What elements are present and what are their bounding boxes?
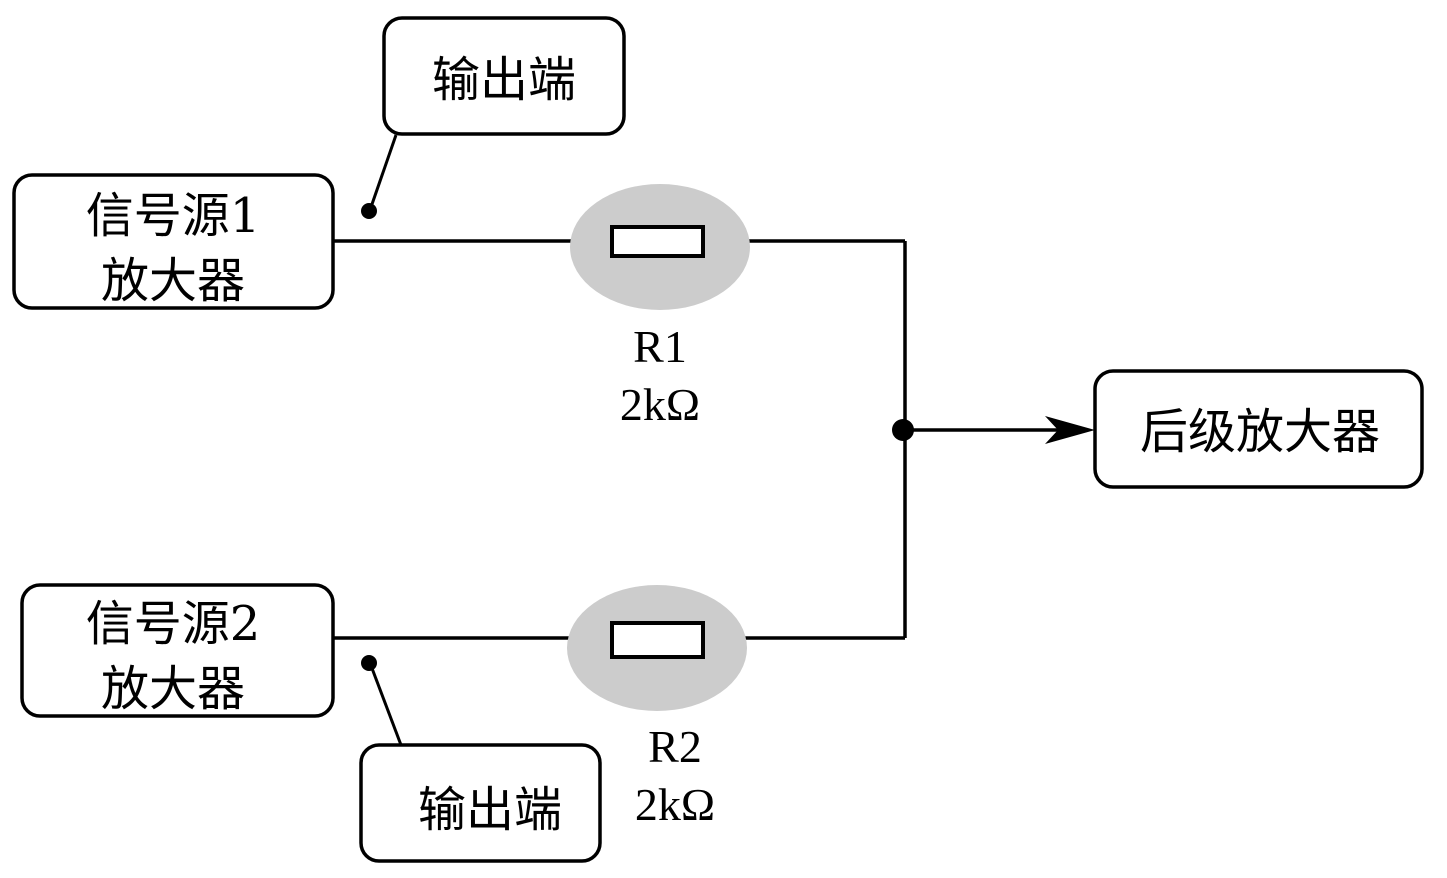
- output-bottom-label: 输出端: [418, 782, 562, 838]
- junction-dot: [892, 419, 914, 441]
- output-bottom-dot: [361, 655, 377, 671]
- r2-resistor: [610, 621, 705, 659]
- next-stage-label: 后级放大器: [1140, 404, 1380, 460]
- output-top-box: [382, 16, 626, 136]
- source1-amplifier-box: [12, 173, 335, 310]
- output-bottom-box: [359, 743, 602, 863]
- r1-name: R1: [633, 321, 687, 372]
- arrow-head: [1045, 416, 1095, 444]
- r1-resistor: [610, 225, 705, 258]
- output-top-label: 输出端: [432, 52, 576, 108]
- output-top-dot: [361, 203, 377, 219]
- source1-label-line2: 放大器: [101, 253, 245, 309]
- next-stage-amplifier-box: [1093, 369, 1424, 489]
- output-top-leader: [368, 134, 398, 211]
- r2-value: 2kΩ: [635, 779, 715, 830]
- output-bottom-leader: [368, 662, 403, 746]
- source2-amplifier-box: [20, 583, 335, 718]
- r2-name: R2: [648, 721, 702, 772]
- source1-label-line1: 信号源1: [86, 188, 261, 244]
- source2-label-line2: 放大器: [101, 661, 245, 717]
- r1-value: 2kΩ: [620, 379, 700, 430]
- source2-label-line1: 信号源2: [86, 596, 261, 652]
